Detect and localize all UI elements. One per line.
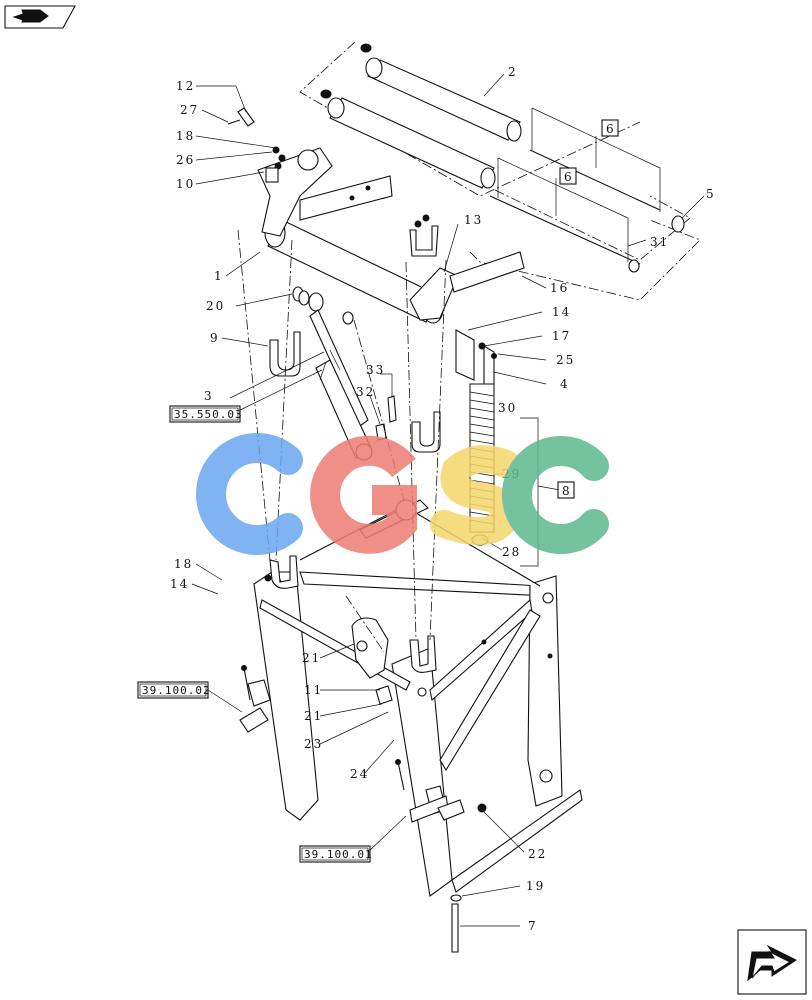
- callout-27: 27: [180, 103, 199, 117]
- washer-19: [450, 894, 462, 902]
- svg-text:39.100.02: 39.100.02: [142, 684, 211, 697]
- callout-23: 23: [304, 737, 323, 751]
- upper-roller: [360, 43, 522, 142]
- cam-plate: [351, 617, 389, 679]
- callout-7: 7: [528, 919, 538, 933]
- next-page-arrow-icon[interactable]: [737, 929, 807, 995]
- reference-39-100-01[interactable]: 39.100.01: [299, 845, 373, 863]
- pin-7: [451, 903, 459, 953]
- callout-31: 31: [650, 235, 669, 249]
- leader-lines: [191, 73, 705, 927]
- boxed-callout-6-lower: 6: [559, 167, 577, 185]
- callout-14b: 14: [170, 577, 189, 591]
- u-bracket-right: [411, 411, 441, 453]
- svg-text:6: 6: [606, 122, 616, 136]
- svg-text:8: 8: [562, 484, 572, 498]
- callout-12: 12: [176, 79, 195, 93]
- svg-text:6: 6: [564, 170, 574, 184]
- callout-16: 16: [550, 281, 569, 295]
- shaft-upper: [529, 149, 661, 211]
- svg-text:35.550.03: 35.550.03: [174, 408, 243, 421]
- shaft-lower: [489, 195, 641, 265]
- callout-22: 22: [528, 847, 547, 861]
- callout-19: 19: [526, 879, 545, 893]
- callout-10: 10: [176, 177, 195, 191]
- callout-24: 24: [350, 767, 369, 781]
- cgsc-watermark-logo: [196, 433, 609, 555]
- callout-9: 9: [210, 331, 220, 345]
- left-arm: [257, 147, 393, 237]
- callout-2: 2: [508, 65, 518, 79]
- roller-assembly-outline: [299, 41, 641, 197]
- callout-30: 30: [498, 401, 517, 415]
- watermark-letter-c-blue: [196, 433, 303, 555]
- callout-4: 4: [560, 377, 570, 391]
- reference-35-550-03[interactable]: 35.550.03: [169, 405, 243, 423]
- u-bracket-9-left: [269, 331, 301, 377]
- washers-20: [292, 286, 354, 325]
- callout-20: 20: [206, 299, 225, 313]
- callout-17: 17: [552, 329, 571, 343]
- spring-plate-4: [455, 329, 475, 381]
- callout-1: 1: [214, 269, 224, 283]
- main-frame: [253, 499, 583, 897]
- lower-roller: [320, 89, 496, 189]
- watermark-letter-g-red: [310, 435, 417, 554]
- callout-32: 32: [356, 385, 375, 399]
- callout-21a: 21: [302, 651, 321, 665]
- callout-28: 28: [502, 545, 521, 559]
- pin-12: [237, 107, 255, 127]
- watermark-letter-c-green: [501, 436, 609, 554]
- callout-5: 5: [706, 187, 716, 201]
- callout-3: 3: [204, 389, 214, 403]
- callout-18: 18: [176, 129, 195, 143]
- watermark-letter-s-yellow: [430, 445, 520, 546]
- callout-13: 13: [464, 213, 483, 227]
- boxed-callout-8: 8: [557, 481, 575, 499]
- right-arm: [409, 251, 525, 321]
- svg-text:39.100.01: 39.100.01: [304, 848, 373, 861]
- callout-26: 26: [176, 153, 195, 167]
- callout-14a: 14: [552, 305, 571, 319]
- callout-25: 25: [556, 353, 575, 367]
- boxed-callout-6-upper: 6: [601, 119, 619, 137]
- callout-11: 11: [304, 683, 323, 697]
- callout-18b: 18: [174, 557, 193, 571]
- reference-39-100-02[interactable]: 39.100.02: [137, 681, 211, 699]
- book-arrow-icon[interactable]: [4, 5, 76, 29]
- callout-21b: 21: [304, 709, 323, 723]
- callout-33: 33: [366, 363, 385, 377]
